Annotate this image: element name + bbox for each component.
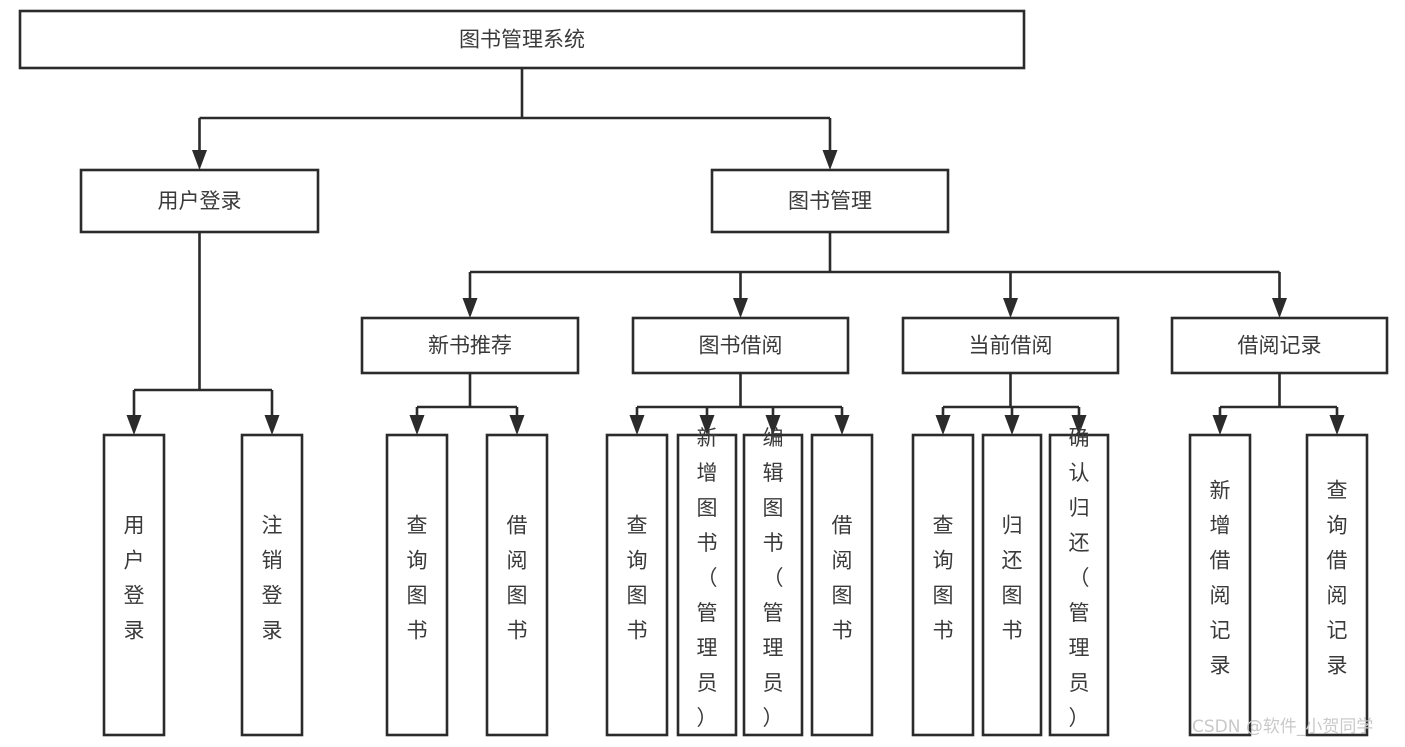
node-label-leaf-add-book: 新增图书（管理员） [697,426,718,730]
node-leaf-return-book[interactable]: 归还图书 [981,433,1043,737]
node-box-leaf-borrow-book-1 [485,433,549,737]
node-box-user-login [79,168,320,234]
node-box-leaf-query-book-1 [385,433,449,737]
node-leaf-query-book-2[interactable]: 查询图书 [605,433,669,737]
borrow-record-to-leaves-arrow-1 [1329,415,1345,435]
node-label-leaf-query-book-3: 查询图书 [933,514,954,643]
node-borrow-record[interactable]: 借阅记录 [1170,316,1389,375]
node-leaf-borrow-book-1[interactable]: 借阅图书 [485,433,549,737]
node-label-user-login: 用户登录 [158,189,242,213]
bookmanage-to-level2-arrow-2 [1003,298,1018,318]
node-label-book-borrow: 图书借阅 [699,334,783,358]
node-label-leaf-query-book-2: 查询图书 [627,514,648,643]
node-label-leaf-return-book: 归还图书 [1002,514,1023,643]
csdn-watermark: CSDN @软件_小贺同学 [1192,717,1373,737]
node-label-book-manage: 图书管理 [788,189,872,213]
node-leaf-query-borrow-record[interactable]: 查询借阅记录 [1305,433,1369,737]
book-borrow-to-leaves-arrow-2 [765,415,781,435]
root-to-level1-arrow-0 [192,150,207,170]
nodes-layer: 图书管理系统用户登录图书管理新书推荐图书借阅当前借阅借阅记录用户登录注销登录查询… [18,9,1389,737]
node-box-leaf-borrow-book-2 [810,433,874,737]
node-box-borrow-record [1170,316,1389,375]
borrow-record-to-leaves-arrow-0 [1212,415,1228,435]
new-book-recommend-to-leaves-arrow-1 [509,415,525,435]
node-leaf-edit-book[interactable]: 编辑图书（管理员） [742,426,804,737]
node-box-leaf-return-book [981,433,1043,737]
node-label-current-borrow: 当前借阅 [969,334,1053,358]
book-borrow-to-leaves-arrow-0 [629,415,645,435]
node-leaf-query-book-1[interactable]: 查询图书 [385,433,449,737]
node-box-leaf-confirm-return [1048,433,1110,737]
node-box-leaf-user-login [102,433,166,737]
node-label-borrow-record: 借阅记录 [1238,334,1322,358]
node-box-leaf-query-borrow-record [1305,433,1369,737]
node-root[interactable]: 图书管理系统 [18,9,1026,70]
user-login-to-leaves-arrow-0 [126,415,142,435]
root-to-level1-arrow-1 [822,150,838,170]
node-book-manage[interactable]: 图书管理 [710,168,950,234]
current-borrow-to-leaves-arrow-1 [1004,415,1020,435]
node-book-borrow[interactable]: 图书借阅 [631,316,850,375]
node-box-root [18,9,1026,70]
node-leaf-confirm-return[interactable]: 确认归还（管理员） [1048,426,1110,737]
node-box-leaf-add-borrow-record [1188,433,1252,737]
node-leaf-user-logout[interactable]: 注销登录 [240,433,304,737]
node-label-leaf-user-login: 用户登录 [124,514,145,643]
node-box-current-borrow [901,316,1120,375]
new-book-recommend-to-leaves-arrow-0 [409,415,425,435]
node-label-leaf-confirm-return: 确认归还（管理员） [1069,426,1090,730]
node-label-leaf-query-borrow-record: 查询借阅记录 [1327,479,1348,678]
node-label-leaf-query-book-1: 查询图书 [407,514,428,643]
user-login-to-leaves-arrow-1 [264,415,280,435]
node-box-leaf-user-logout [240,433,304,737]
node-leaf-borrow-book-2[interactable]: 借阅图书 [810,433,874,737]
node-label-leaf-borrow-book-2: 借阅图书 [832,514,853,643]
node-box-new-book-recommend [360,316,580,375]
bookmanage-to-level2-arrow-0 [462,298,478,318]
node-new-book-recommend[interactable]: 新书推荐 [360,316,580,375]
node-box-leaf-query-book-2 [605,433,669,737]
node-box-leaf-add-book [676,433,738,737]
node-box-leaf-edit-book [742,433,804,737]
node-leaf-add-book[interactable]: 新增图书（管理员） [676,426,738,737]
node-current-borrow[interactable]: 当前借阅 [901,316,1120,375]
bookmanage-to-level2-arrow-3 [1272,298,1287,318]
node-leaf-user-login[interactable]: 用户登录 [102,433,166,737]
node-label-new-book-recommend: 新书推荐 [428,334,512,358]
current-borrow-to-leaves-arrow-2 [1071,415,1087,435]
node-label-leaf-edit-book: 编辑图书（管理员） [763,426,784,730]
node-box-book-borrow [631,316,850,375]
connectors-layer [126,68,1345,435]
bookmanage-to-level2-arrow-1 [733,298,748,318]
node-user-login[interactable]: 用户登录 [79,168,320,234]
book-borrow-to-leaves-arrow-3 [834,415,850,435]
book-borrow-to-leaves-arrow-1 [699,415,715,435]
node-label-leaf-add-borrow-record: 新增借阅记录 [1210,479,1231,678]
current-borrow-to-leaves-arrow-0 [935,415,951,435]
node-leaf-add-borrow-record[interactable]: 新增借阅记录 [1188,433,1252,737]
node-label-leaf-borrow-book-1: 借阅图书 [507,514,528,643]
node-label-leaf-user-logout: 注销登录 [262,514,283,643]
node-leaf-query-book-3[interactable]: 查询图书 [911,433,975,737]
node-label-root: 图书管理系统 [459,28,585,52]
node-box-leaf-query-book-3 [911,433,975,737]
node-box-book-manage [710,168,950,234]
